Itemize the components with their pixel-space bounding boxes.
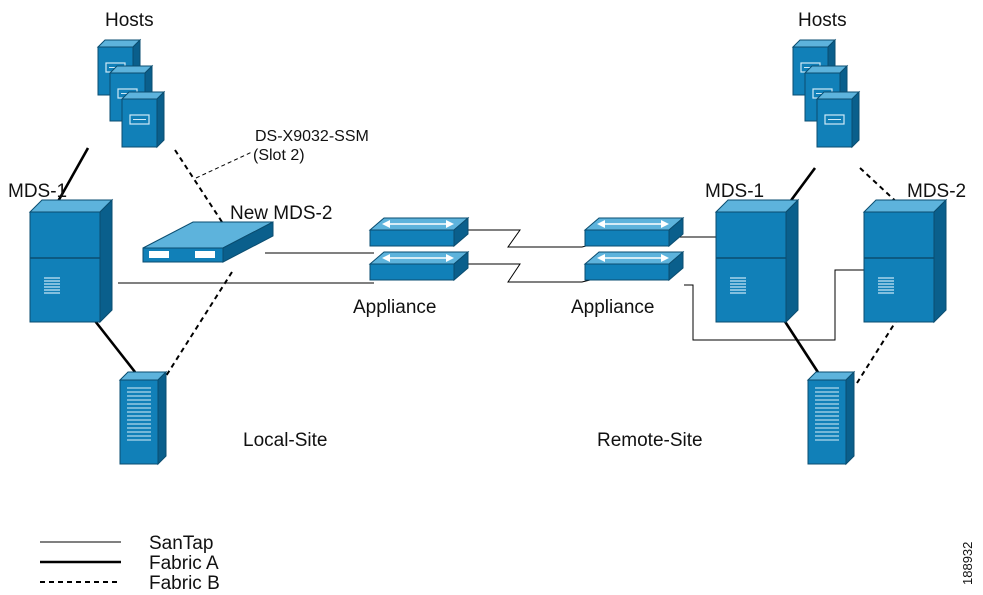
local-mds1-label: MDS-1 — [8, 181, 67, 202]
local-appliance-label: Appliance — [353, 297, 436, 318]
remote-appliance-label: Appliance — [571, 297, 654, 318]
local-fabric-a-host-mds1 — [54, 147, 90, 206]
legend-santap-label: SanTap — [149, 533, 213, 554]
local-hosts-label: Hosts — [105, 10, 154, 31]
local-hosts — [97, 39, 165, 148]
remote-mds2-switch-icon — [863, 199, 947, 323]
remote-appliance-icon — [584, 217, 684, 281]
wan-link-top — [460, 229, 603, 248]
local-fabric-b-host-mds2 — [174, 149, 223, 223]
local-appliance-icon — [369, 217, 469, 281]
legend: SanTap Fabric A Fabric B — [40, 533, 220, 594]
module-label-line1: DS-X9032-SSM — [255, 128, 369, 145]
santap-remote-app-mds2 — [684, 269, 868, 341]
local-storage-icon — [119, 371, 167, 465]
module-label-line2: (Slot 2) — [253, 147, 305, 164]
remote-mds1-switch-icon — [715, 199, 799, 323]
local-fabric-b-mds2-storage — [165, 271, 233, 377]
new-mds2-label: New MDS-2 — [230, 203, 332, 224]
remote-mds2-label: MDS-2 — [907, 181, 966, 202]
remote-hosts-label: Hosts — [798, 10, 847, 31]
host-icon — [121, 91, 165, 148]
remote-fabric-b-mds2-storage — [856, 317, 899, 384]
module-callout-line — [195, 151, 253, 179]
local-site-label: Local-Site — [243, 430, 328, 451]
remote-hosts — [792, 39, 860, 148]
remote-site-label: Remote-Site — [597, 430, 703, 451]
legend-fabric-b-label: Fabric B — [149, 573, 220, 594]
host-icon — [816, 91, 860, 148]
remote-storage-icon — [807, 371, 855, 465]
new-mds2-module-icon — [142, 221, 274, 263]
wan-link-bottom — [460, 263, 603, 283]
remote-mds1-label: MDS-1 — [705, 181, 764, 202]
figure-id: 188932 — [960, 542, 975, 585]
local-mds1-switch-icon — [29, 199, 113, 323]
legend-fabric-a-label: Fabric A — [149, 553, 219, 574]
remote-fabric-a-mds1-storage — [782, 319, 825, 381]
